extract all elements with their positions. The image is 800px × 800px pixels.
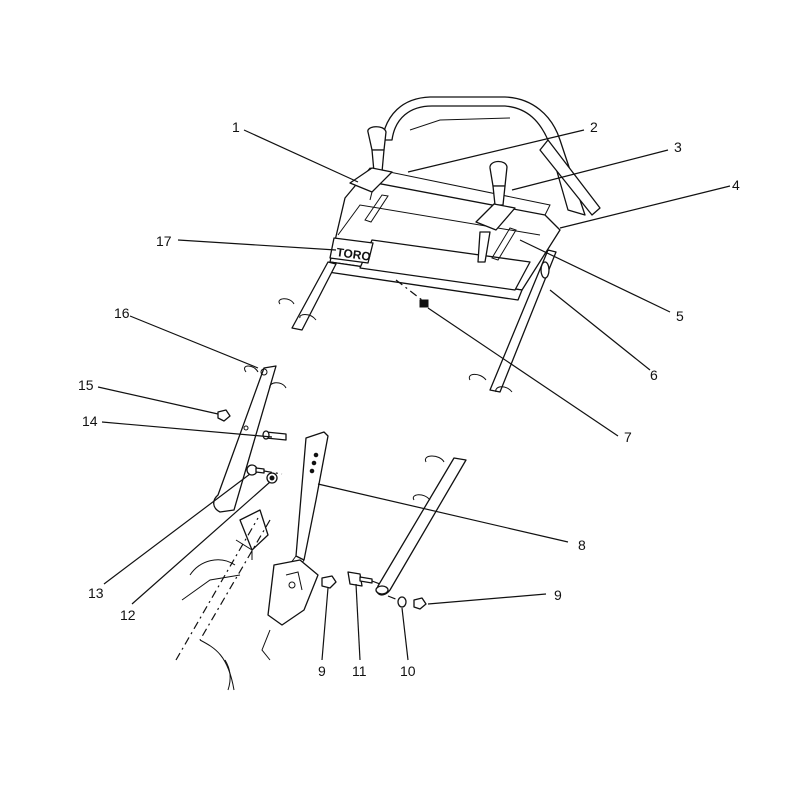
control-lever-left xyxy=(349,126,393,201)
control-lever-right xyxy=(475,160,516,263)
callout-9-left: 9 xyxy=(318,663,326,679)
callout-3: 3 xyxy=(674,139,682,155)
nut-9-right-part xyxy=(413,597,427,610)
deck-mount-bracket xyxy=(175,509,319,691)
callout-2: 2 xyxy=(590,119,598,135)
leader-lines xyxy=(97,129,731,661)
lower-handle-right xyxy=(375,455,467,596)
washer-10-part xyxy=(387,595,407,608)
washer-12-part xyxy=(266,472,278,484)
callout-5: 5 xyxy=(676,308,684,324)
callout-7: 7 xyxy=(624,429,632,445)
callout-labels: 1 2 3 4 5 6 7 8 9 9 10 11 12 13 14 15 16… xyxy=(78,119,740,679)
callout-11: 11 xyxy=(352,663,367,679)
callout-13: 13 xyxy=(88,585,104,601)
callout-6: 6 xyxy=(650,367,658,383)
callout-16: 16 xyxy=(114,305,130,321)
callout-17: 17 xyxy=(156,233,172,249)
brand-badge xyxy=(329,237,374,264)
callout-1: 1 xyxy=(232,119,240,135)
lower-handle-left xyxy=(213,365,287,513)
bolt-11-part xyxy=(347,571,381,587)
bolt-13-part xyxy=(246,464,283,476)
nut-15-part xyxy=(217,409,231,422)
callout-12: 12 xyxy=(120,607,136,623)
upper-handle-legs xyxy=(278,249,557,393)
callout-8: 8 xyxy=(578,537,586,553)
height-bracket xyxy=(277,431,329,586)
pin-14-part xyxy=(262,430,287,441)
callout-4: 4 xyxy=(732,177,740,193)
callout-15: 15 xyxy=(78,377,94,393)
callout-9-right: 9 xyxy=(554,587,562,603)
callout-14: 14 xyxy=(82,413,98,429)
panel-screw xyxy=(395,279,429,308)
nut-9-left-part xyxy=(321,575,337,589)
brand-logo-text: TORO xyxy=(336,245,372,264)
upper-handle-loop xyxy=(381,96,601,216)
callout-10: 10 xyxy=(400,663,416,679)
